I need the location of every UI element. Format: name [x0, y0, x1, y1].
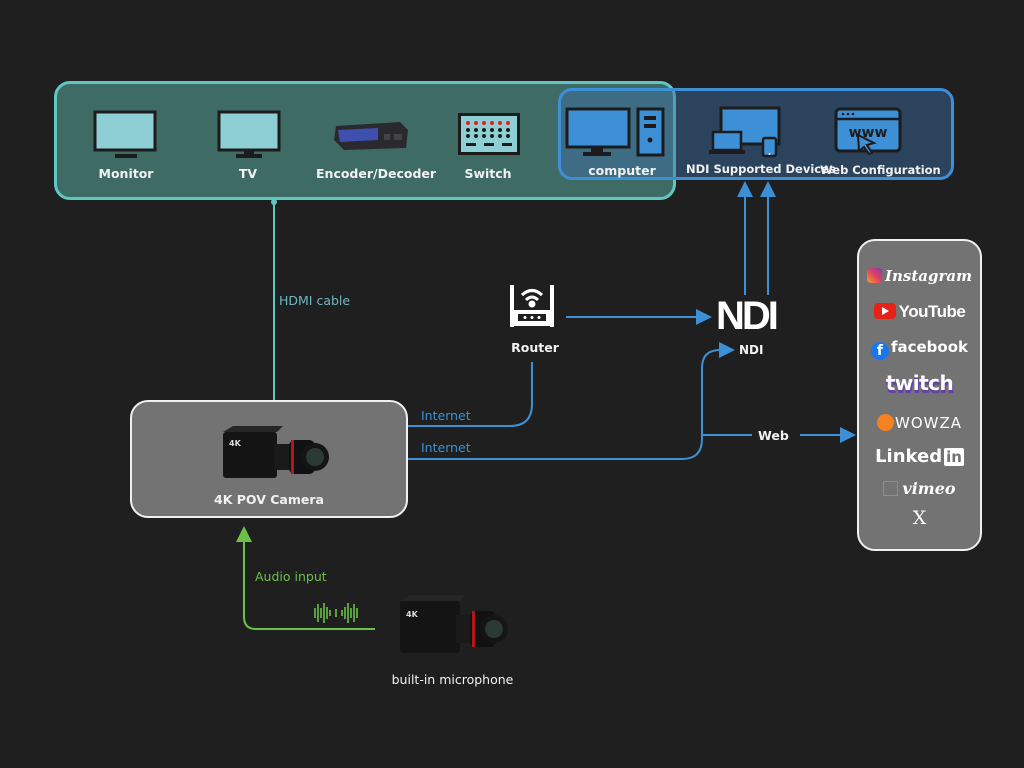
- camera-icon: 4K: [219, 424, 329, 482]
- platform-vimeo[interactable]: vimeo: [859, 479, 980, 498]
- ndi-connection-label: NDI: [739, 343, 764, 357]
- switch-icon: [458, 113, 520, 155]
- platform-twitch[interactable]: twitch: [859, 371, 980, 395]
- camera-to-router-line: [408, 362, 533, 427]
- vimeo-label: vimeo: [902, 479, 956, 498]
- youtube-label: YouTube: [898, 302, 966, 321]
- linkedin-label: Linked: [875, 446, 943, 467]
- internet-label-2: Internet: [421, 440, 471, 455]
- tv-label: TV: [238, 166, 258, 181]
- tv-icon: [217, 110, 281, 160]
- router-label: Router: [511, 340, 559, 355]
- web-configuration-icon: www: [834, 107, 902, 157]
- platform-instagram[interactable]: Instagram: [859, 267, 980, 285]
- audio-input-label: Audio input: [255, 569, 327, 584]
- web-configuration-label: Web Configuration: [820, 163, 941, 177]
- instagram-icon: [867, 268, 882, 283]
- instagram-label: Instagram: [885, 267, 972, 285]
- hdmi-junction-dot: [271, 199, 277, 205]
- microphone-camera-badge: 4K: [406, 610, 419, 619]
- ndi-devices-icon: [709, 106, 783, 158]
- facebook-label: facebook: [890, 338, 969, 356]
- computer-icon: [565, 107, 665, 159]
- facebook-icon: f: [870, 342, 889, 360]
- camera-to-ndi-web-line: [408, 342, 735, 460]
- computer-label: computer: [588, 163, 656, 178]
- platform-x[interactable]: X: [859, 507, 980, 529]
- router-icon: [506, 283, 558, 331]
- switch-label: Switch: [464, 166, 512, 181]
- platform-youtube[interactable]: YouTube: [859, 302, 980, 322]
- svg-text:www: www: [849, 125, 888, 141]
- web-connection-label: Web: [758, 428, 789, 443]
- vimeo-icon: [883, 481, 899, 496]
- camera-label: 4K POV Camera: [214, 492, 324, 507]
- wowza-label: WOWZA: [894, 414, 962, 432]
- audio-input-line: [236, 526, 375, 630]
- platform-wowza[interactable]: WOWZA: [859, 414, 980, 432]
- sound-wave-icon: [314, 603, 358, 623]
- internet-label-1: Internet: [421, 408, 471, 423]
- monitor-icon: [93, 110, 157, 160]
- wowza-icon: [876, 414, 894, 431]
- microphone-label: built-in microphone: [391, 672, 514, 687]
- x-icon: X: [912, 507, 927, 529]
- encoder-decoder-label: Encoder/Decoder: [316, 166, 437, 181]
- twitch-label: twitch: [885, 371, 954, 395]
- hdmi-cable-label: HDMI cable: [279, 293, 351, 308]
- encoder-decoder-icon: [332, 120, 410, 152]
- microphone-camera-icon: 4K: [398, 593, 508, 657]
- ndi-logo: NDI: [716, 294, 779, 338]
- camera-badge: 4K: [229, 439, 242, 448]
- ndi-devices-label: NDI Supported Devices: [686, 162, 836, 176]
- monitor-label: Monitor: [98, 166, 154, 181]
- linkedin-icon: in: [944, 448, 964, 466]
- youtube-icon: [873, 303, 896, 319]
